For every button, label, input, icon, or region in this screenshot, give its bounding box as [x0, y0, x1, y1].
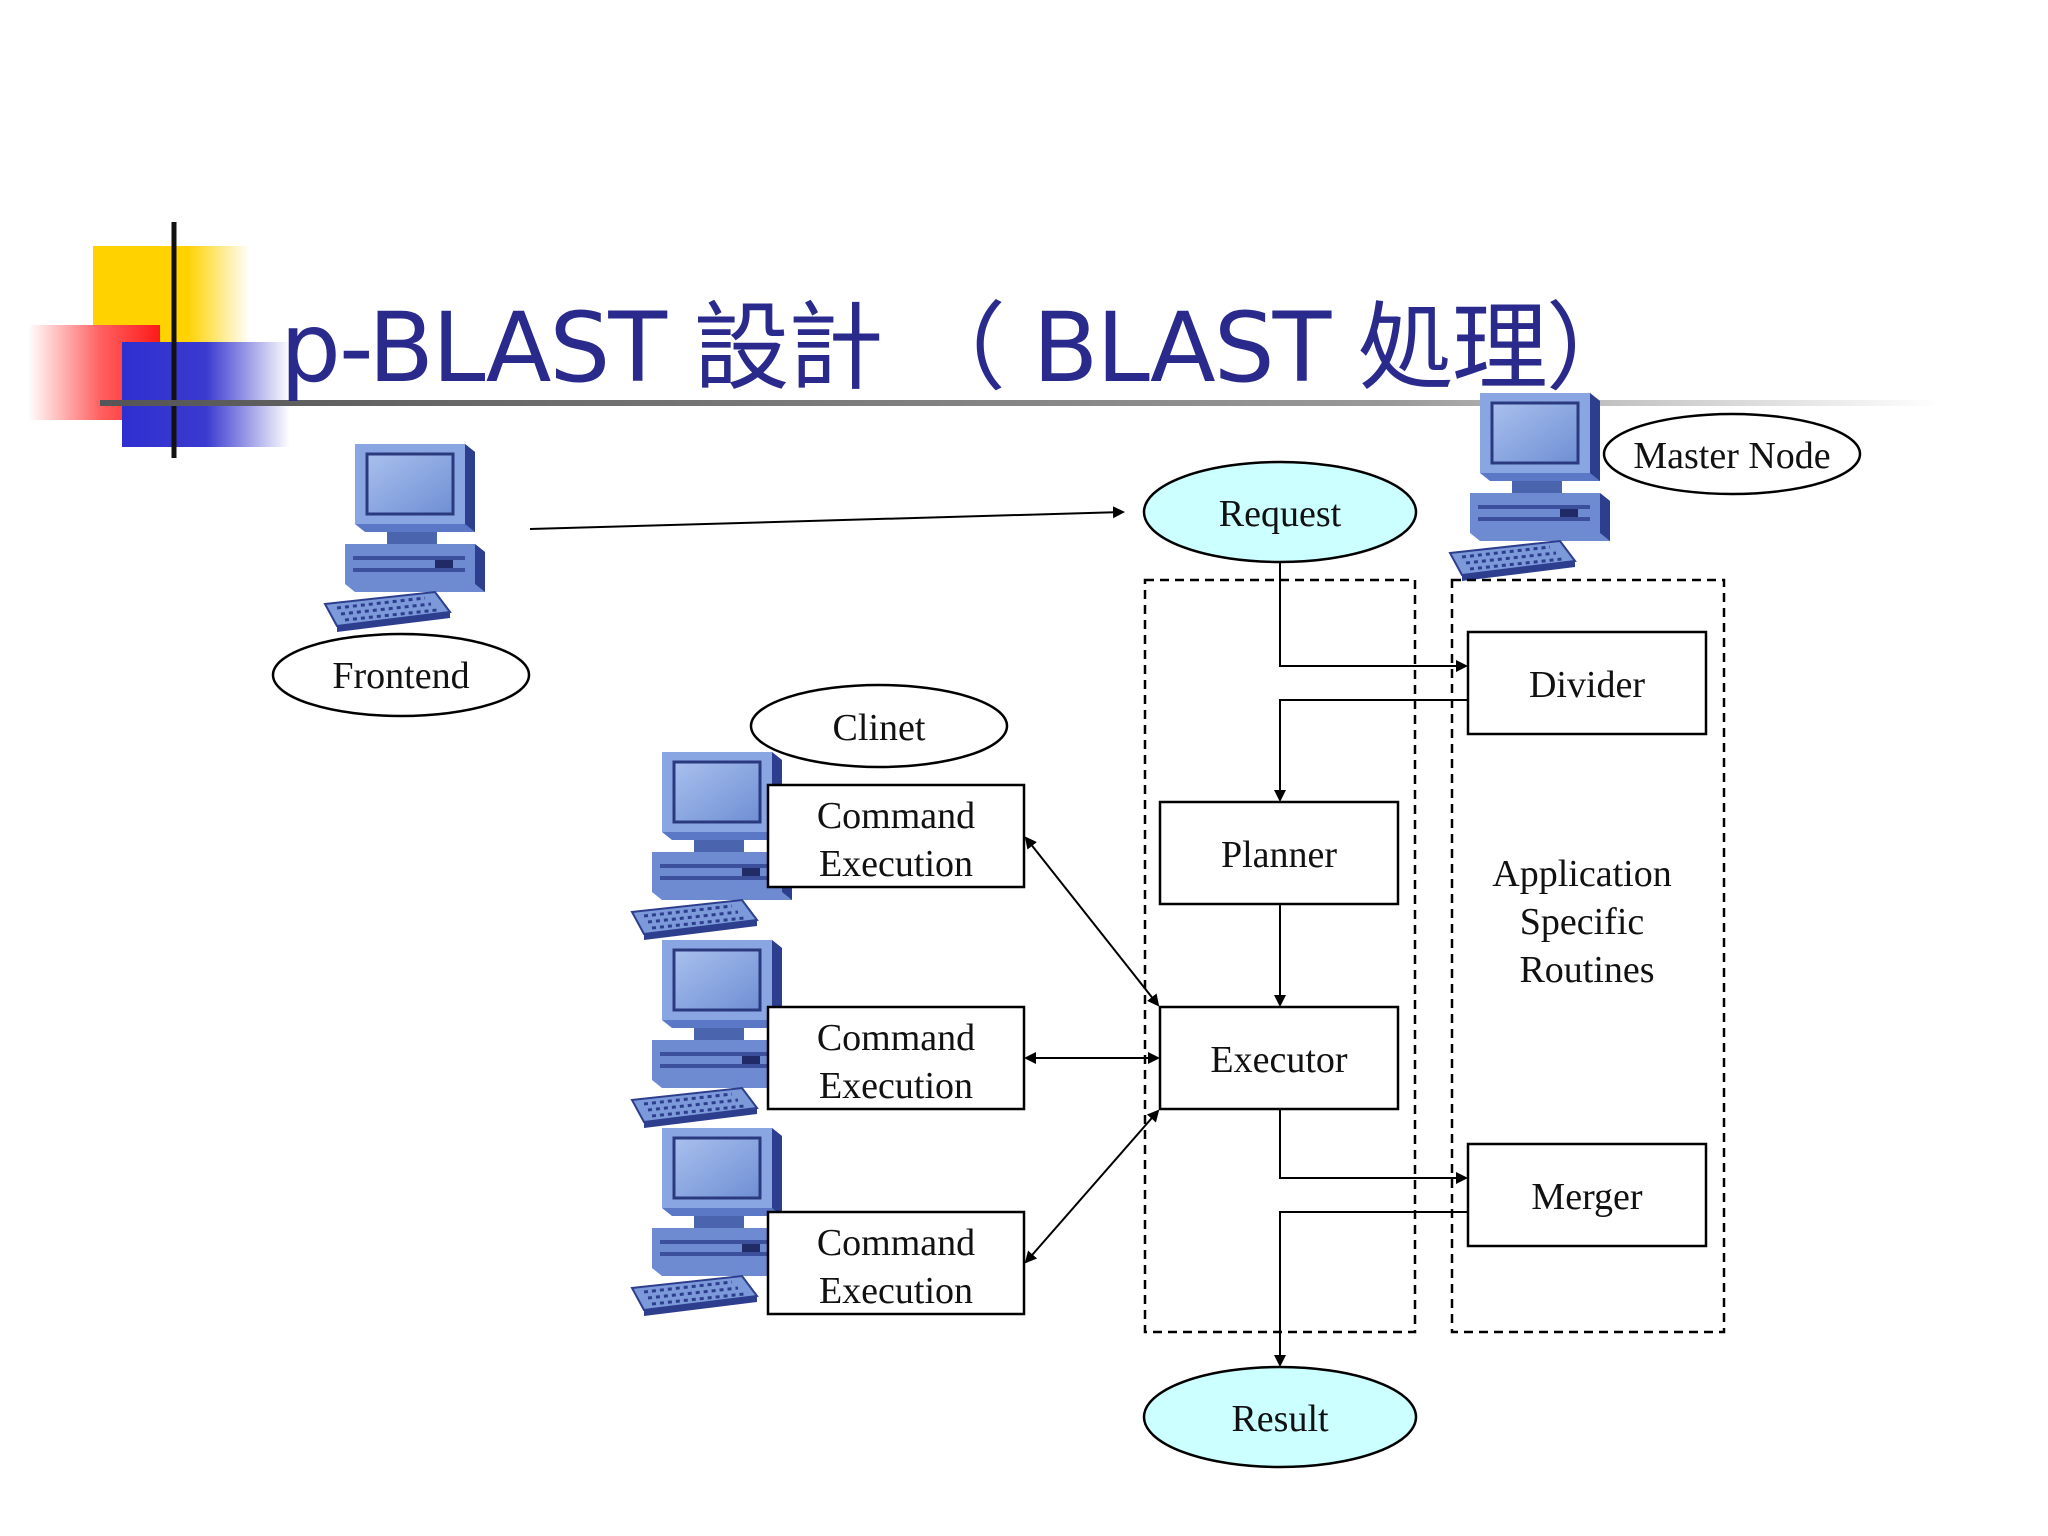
frontend-computer-icon [323, 442, 487, 634]
divider-to-planner-arrow [1274, 699, 1468, 802]
master-node-label: Master Node [1633, 435, 1830, 477]
slide-title: p-BLAST 設計 （ BLAST 処理） [280, 292, 1642, 404]
frontend-oval [271, 632, 531, 718]
command-execution-line-2: Execution [819, 1270, 973, 1312]
divider-box [1466, 630, 1708, 736]
request-label: Request [1219, 493, 1342, 535]
master-node-oval [1602, 412, 1862, 496]
merger-label: Merger [1531, 1176, 1642, 1218]
client-label: Clinet [833, 707, 926, 749]
executor-to-merger-arrow [1279, 1109, 1468, 1184]
merger-to-result-arrow [1274, 1211, 1468, 1367]
executor-label: Executor [1210, 1039, 1348, 1081]
command-execution-line-1: Command [817, 795, 975, 837]
app-specific-dashed-box [1450, 578, 1726, 1334]
command-execution-line-2: Execution [819, 843, 973, 885]
app-specific-line-2: Specific [1520, 901, 1645, 943]
command-execution-box [766, 1005, 1026, 1111]
command-execution-line-1: Command [817, 1017, 975, 1059]
executor-client3-arrow [1024, 1109, 1160, 1264]
merger-box [1466, 1142, 1708, 1248]
result-oval [1142, 1365, 1418, 1469]
frontend-label: Frontend [332, 655, 469, 697]
title-underline [100, 400, 1940, 406]
request-to-divider-arrow [1279, 562, 1468, 672]
frontend-to-request-arrow [529, 506, 1125, 530]
executor-client1-arrow [1024, 836, 1160, 1007]
result-label: Result [1231, 1398, 1329, 1440]
master-node-computer-icon [1448, 391, 1612, 583]
divider-label: Divider [1529, 664, 1645, 706]
planner-label: Planner [1221, 834, 1337, 876]
command-execution-line-2: Execution [819, 1065, 973, 1107]
blue-square [122, 342, 290, 447]
app-specific-line-1: Application [1492, 853, 1671, 895]
command-execution-box [766, 783, 1026, 889]
client-oval [749, 683, 1009, 769]
command-execution-box [766, 1210, 1026, 1316]
app-specific-line-3: Routines [1519, 949, 1654, 991]
command-execution-line-1: Command [817, 1222, 975, 1264]
